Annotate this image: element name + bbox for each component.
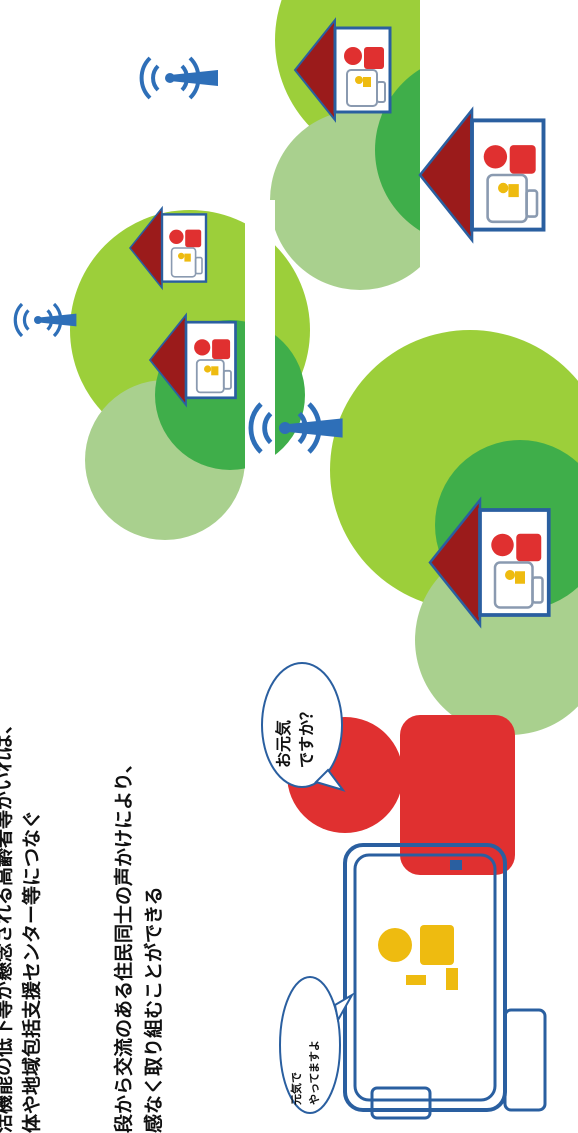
- caption-line-2: 体や地域包括支援センター等につなぐ: [20, 810, 43, 1133]
- speech-bubble-icon: 元気で やってますよ: [279, 976, 355, 1114]
- visitor-speech-line-1: お元気: [274, 720, 293, 768]
- doorway-scene: [287, 715, 547, 1120]
- neighborhood-middle: [13, 200, 310, 540]
- visitor-speech-line-2: ですか？: [297, 704, 316, 768]
- neighborhood-lower: [251, 330, 578, 735]
- resident-speech-line-2: やってますよ: [308, 1040, 321, 1105]
- person-resident-icon: [378, 925, 458, 990]
- neighborhood-top-right: [139, 0, 578, 430]
- caption-line-1: 活機能の低下等が懸念される高齢者等がいれば、: [0, 715, 15, 1133]
- person-visitor-icon: [287, 715, 515, 875]
- caption-line-3: 段から交流のある住民同士の声かけにより、: [112, 754, 135, 1133]
- resident-speech-line-1: 元気で: [289, 1072, 303, 1105]
- caption-text: 活機能の低下等が懸念される高齢者等がいれば、 体や地域包括支援センター等につなぐ…: [0, 715, 165, 1133]
- antenna-icon: [13, 302, 79, 338]
- doorway-frame: [343, 843, 507, 1112]
- caption-line-4: 感なく取り組むことができる: [142, 886, 165, 1133]
- mailbox: [370, 1086, 432, 1120]
- antenna-icon: [139, 56, 220, 100]
- speech-bubble-icon: お元気 ですか？: [261, 662, 346, 792]
- doorway-step: [503, 1008, 547, 1112]
